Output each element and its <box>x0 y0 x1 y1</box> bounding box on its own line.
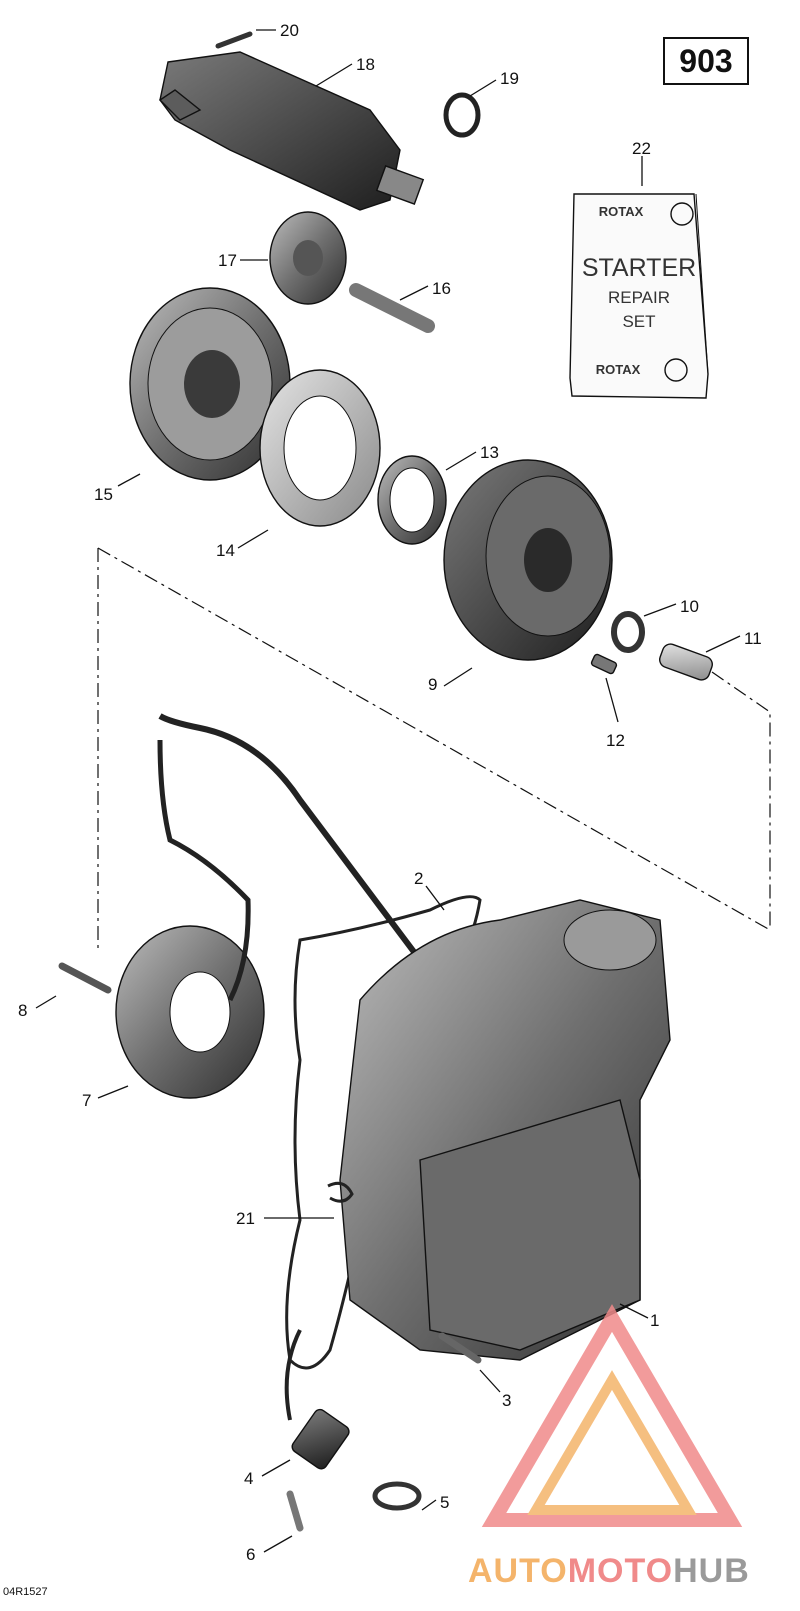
callout-11: 11 <box>744 629 762 648</box>
o-ring-19 <box>443 92 481 138</box>
callout-22: 22 <box>632 139 651 158</box>
clip-21 <box>327 1181 354 1203</box>
bolt-8 <box>58 962 112 994</box>
callout-7: 7 <box>82 1091 91 1110</box>
leader-lines <box>35 29 741 1553</box>
drawing-number: 04R1527 <box>3 1586 48 1598</box>
starter-motor-18 <box>158 51 425 211</box>
screw-3 <box>438 1332 482 1364</box>
flywheel-bolt-11 <box>659 643 713 681</box>
starter-repair-set-22: ROTAX STARTER REPAIR SET ROTAX <box>566 190 712 402</box>
watermark-logo <box>481 1304 743 1527</box>
watermark-auto: AUTO <box>468 1552 568 1590</box>
callout-14: 14 <box>216 541 235 560</box>
callout-9: 9 <box>428 675 437 694</box>
callout-20: 20 <box>280 21 299 40</box>
screw-6 <box>286 1490 304 1532</box>
kit-line-repair: REPAIR <box>607 288 671 307</box>
assembly-line-diagonal <box>97 547 771 931</box>
callout-8: 8 <box>18 1001 27 1020</box>
magneto-housing-cover-1 <box>339 899 671 1361</box>
callout-3: 3 <box>502 1391 511 1410</box>
sprag-clutch-plate-14 <box>259 369 381 527</box>
callout-5: 5 <box>440 1493 449 1512</box>
callout-15: 15 <box>94 485 113 504</box>
kit-line-set: SET <box>622 312 656 331</box>
position-sensor-4 <box>284 1329 350 1470</box>
stator-7 <box>115 925 265 1099</box>
callout-17: 17 <box>218 251 237 270</box>
callout-1: 1 <box>650 1311 659 1330</box>
repair-kit-bag <box>569 193 709 399</box>
reference-number-box: 903 <box>663 37 749 85</box>
callout-6: 6 <box>246 1545 255 1564</box>
callout-18: 18 <box>356 55 375 74</box>
kit-brand-top: ROTAX <box>598 204 644 219</box>
callout-19: 19 <box>500 69 519 88</box>
bolt-20 <box>215 31 253 49</box>
flywheel-9 <box>443 459 613 661</box>
shaft-16 <box>349 283 435 333</box>
assembly-line-right <box>711 671 771 930</box>
callout-12: 12 <box>606 731 625 750</box>
callout-13: 13 <box>480 443 499 462</box>
o-ring-5 <box>372 1481 422 1511</box>
callout-16: 16 <box>432 279 451 298</box>
watermark-moto: MOTO <box>567 1552 674 1590</box>
watermark-text: AUTOMOTOHUB <box>468 1552 750 1591</box>
intermediate-gear-17 <box>269 211 347 305</box>
callout-4: 4 <box>244 1469 253 1488</box>
callout-10: 10 <box>680 597 699 616</box>
stator-wire <box>157 739 251 1002</box>
needle-bearing-13 <box>377 455 447 545</box>
kit-brand-bottom: ROTAX <box>595 362 641 377</box>
callout-2: 2 <box>414 869 423 888</box>
watermark-hub: HUB <box>673 1552 750 1590</box>
washer-10 <box>611 611 645 653</box>
callout-21: 21 <box>236 1209 255 1228</box>
starter-ring-gear-15 <box>129 287 291 481</box>
kit-title: STARTER <box>581 254 697 282</box>
screw-12 <box>590 653 618 675</box>
